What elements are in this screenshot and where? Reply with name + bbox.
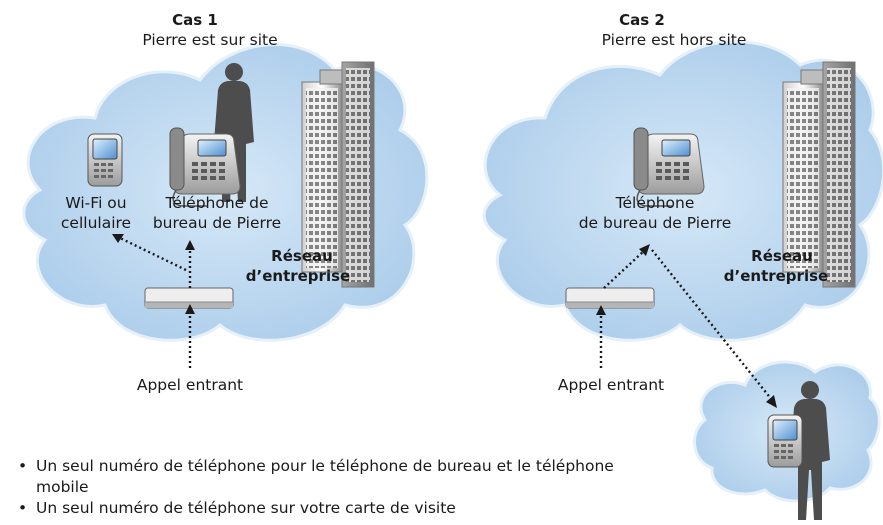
bullet-dot-icon: • — [18, 457, 28, 475]
case2-network-label-line2: d’entreprise — [724, 267, 828, 285]
bullet-dot-icon: • — [18, 499, 28, 517]
case2-incoming-label: Appel entrant — [558, 376, 664, 394]
case2-network-label-line1: Réseau — [751, 247, 813, 265]
case1-phone-label-line1: Téléphone de — [164, 194, 268, 212]
case1-smartphone-icon — [87, 133, 123, 187]
case1-arrowheads — [112, 234, 195, 314]
case2-phone-label-line2: de bureau de Pierre — [579, 214, 732, 232]
benefit-text: Un seul numéro de téléphone pour le télé… — [36, 457, 614, 496]
case2-smartphone-icon — [767, 414, 803, 468]
case1-switch-icon — [144, 287, 234, 309]
case2-title: Cas 2 — [619, 11, 665, 29]
case1-mobile-label-line1: Wi-Fi ou — [65, 194, 126, 212]
case1-title: Cas 1 — [172, 11, 218, 29]
case2-switch-icon — [565, 287, 655, 309]
case1-call-arrows — [119, 236, 192, 368]
case2-subtitle: Pierre est hors site — [602, 31, 747, 49]
benefit-item: • Un seul numéro de téléphone sur votre … — [14, 498, 654, 519]
benefit-item: • Un seul numéro de téléphone pour le té… — [14, 456, 654, 498]
case1-incoming-label: Appel entrant — [137, 376, 243, 394]
case1-subtitle: Pierre est sur site — [142, 31, 277, 49]
case2-call-arrows — [599, 249, 773, 401]
case1-network-label-line1: Réseau — [271, 247, 333, 265]
case2-arrowheads — [596, 244, 777, 408]
benefit-text: Un seul numéro de téléphone sur votre ca… — [36, 499, 456, 517]
case2-phone-label-line1: Téléphone — [615, 194, 695, 212]
case1-network-label-line2: d’entreprise — [246, 267, 350, 285]
benefits-list: • Un seul numéro de téléphone pour le té… — [14, 456, 654, 519]
case1-mobile-label-line2: cellulaire — [61, 214, 131, 232]
case1-phone-label-line2: bureau de Pierre — [153, 214, 281, 232]
